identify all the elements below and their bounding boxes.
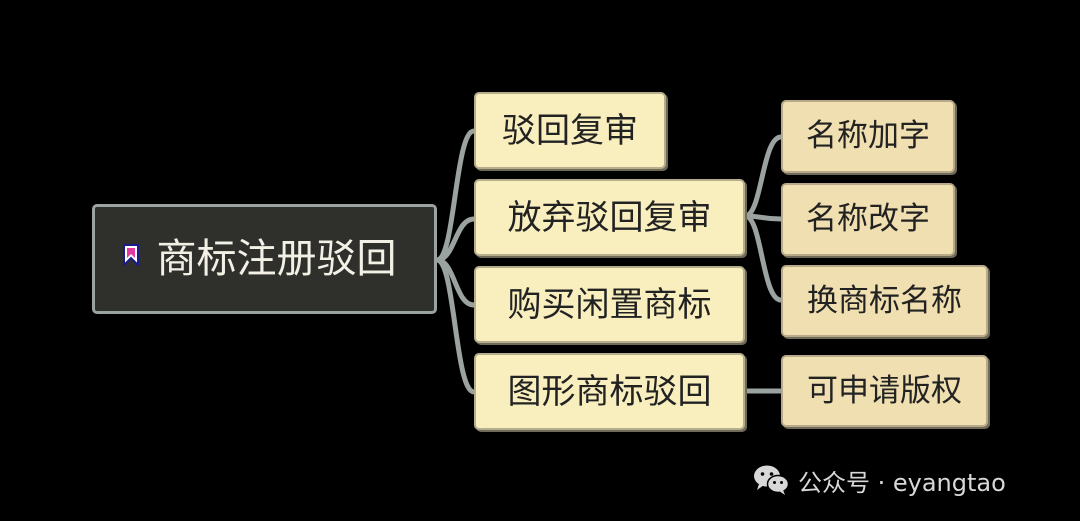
topic-buy-idle-trademark[interactable]: 购买闲置商标 bbox=[474, 266, 745, 343]
root-topic-label: 商标注册驳回 bbox=[156, 236, 397, 282]
subtopic-change-name[interactable]: 换商标名称 bbox=[781, 265, 988, 337]
topic-label: 放弃驳回复审 bbox=[507, 197, 712, 238]
bookmark-icon bbox=[123, 233, 139, 273]
wechat-icon bbox=[752, 463, 790, 497]
watermark: 公众号 · eyangtao bbox=[752, 460, 1006, 500]
subtopic-label: 名称加字 bbox=[806, 118, 930, 154]
subtopic-change-characters[interactable]: 名称改字 bbox=[781, 183, 955, 256]
connector-root-branch-4 bbox=[435, 257, 476, 395]
topic-figure-trademark-rejected[interactable]: 图形商标驳回 bbox=[474, 353, 745, 430]
topic-rejection-review[interactable]: 驳回复审 bbox=[474, 92, 666, 169]
connector-branch-2-leaf-3 bbox=[743, 213, 782, 303]
subtopic-label: 名称改字 bbox=[806, 201, 930, 237]
topic-label: 图形商标驳回 bbox=[507, 371, 712, 412]
subtopic-label: 可申请版权 bbox=[807, 372, 962, 409]
watermark-account: 公众号 · eyangtao bbox=[798, 468, 1006, 497]
connector-root-branch-1 bbox=[435, 128, 476, 263]
subtopic-add-characters[interactable]: 名称加字 bbox=[781, 100, 955, 173]
topic-abandon-review[interactable]: 放弃驳回复审 bbox=[474, 179, 745, 256]
subtopic-label: 换商标名称 bbox=[807, 282, 962, 319]
topic-label: 购买闲置商标 bbox=[507, 284, 712, 325]
connector-branch-2-leaf-1 bbox=[744, 134, 782, 219]
subtopic-copyright[interactable]: 可申请版权 bbox=[781, 355, 988, 427]
root-topic[interactable]: 商标注册驳回 bbox=[92, 204, 437, 314]
topic-label: 驳回复审 bbox=[502, 110, 638, 151]
